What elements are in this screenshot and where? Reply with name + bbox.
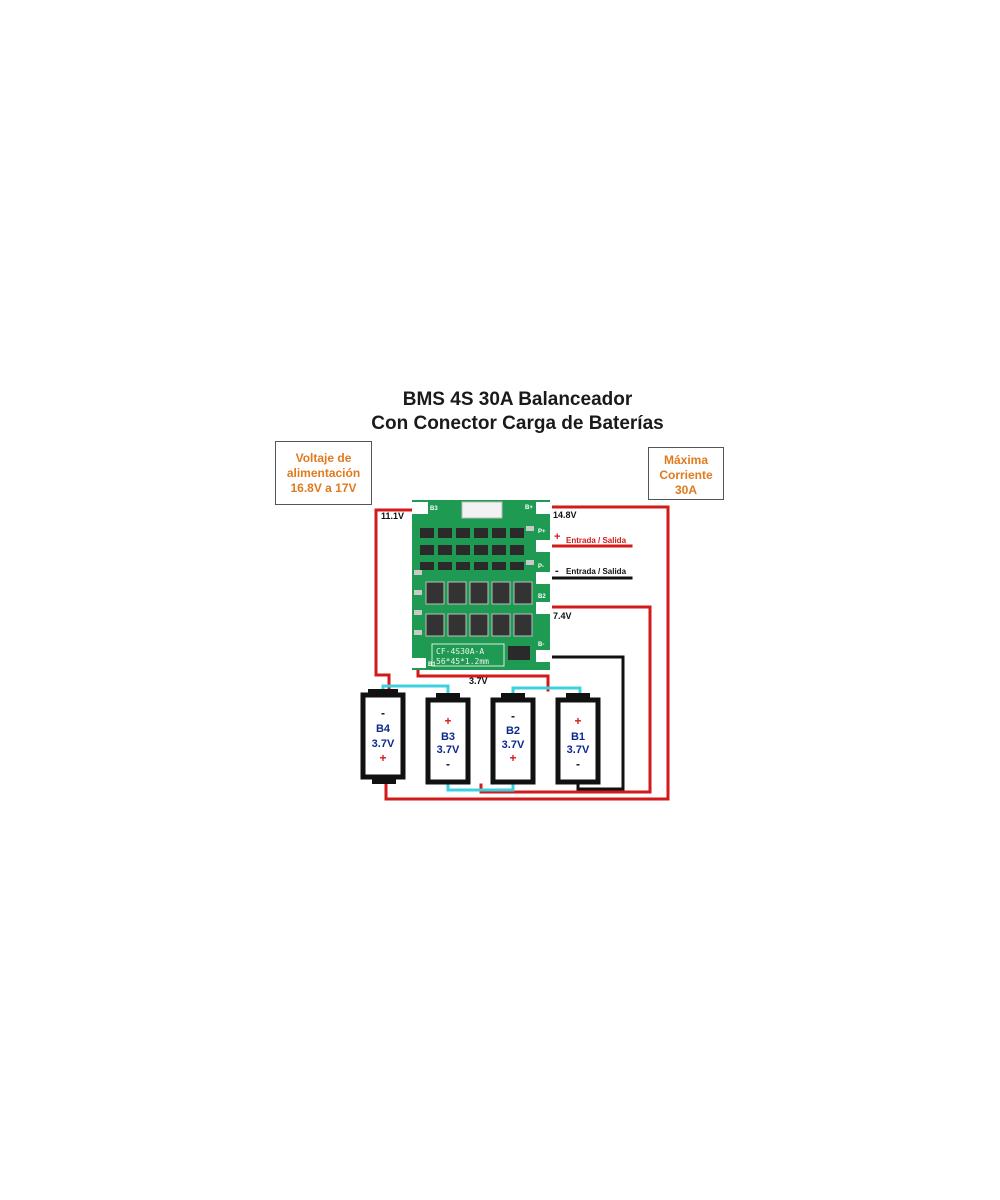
plus-sign: + xyxy=(554,531,560,543)
cell-b2: - B2 3.7V + xyxy=(490,693,536,785)
pad-label-b-plus: B+ xyxy=(525,505,533,511)
cell-b4-top-sign: - xyxy=(381,706,385,720)
cell-b3: + B3 3.7V - xyxy=(425,693,471,785)
pad-label-b2: B2 xyxy=(538,594,546,600)
supply-voltage-box: Voltaje de alimentación 16.8V a 17V xyxy=(275,441,372,505)
max-current-line-2: Corriente xyxy=(659,468,713,482)
voltage-label-11v1: 11.1V xyxy=(381,511,404,521)
cell-b4-bottom-sign: + xyxy=(379,751,386,765)
wire-b-minus xyxy=(546,655,625,791)
cell-b3-bottom-sign: - xyxy=(446,757,450,771)
minus-sign: - xyxy=(555,565,559,577)
voltage-label-14v8: 14.8V xyxy=(553,510,577,520)
wire-3v7 xyxy=(416,666,550,692)
max-current-box: Máxima Corriente 30A xyxy=(648,447,724,500)
cell-b2-voltage: 3.7V xyxy=(502,739,525,751)
voltage-label-3v7: 3.7V xyxy=(469,676,488,686)
cell-b3-top-sign: + xyxy=(444,714,451,728)
cell-b4-voltage: 3.7V xyxy=(372,738,395,750)
pad-label-p-plus: P+ xyxy=(538,529,546,535)
cell-b2-bottom-sign: + xyxy=(509,751,516,765)
cell-b2-name: B2 xyxy=(506,725,520,737)
cell-b4: - B4 3.7V + xyxy=(360,689,406,784)
supply-voltage-line-1: Voltaje de xyxy=(295,451,352,465)
pad-label-b3: B3 xyxy=(430,506,438,512)
supply-voltage-line-2: alimentación xyxy=(286,466,361,480)
minus-io-label: Entrada / Salida xyxy=(566,567,627,576)
cell-b2-top-sign: - xyxy=(511,709,515,723)
link-b3-b2 xyxy=(446,780,515,792)
cell-b1-name: B1 xyxy=(571,731,585,743)
plus-io-label: Entrada / Salida xyxy=(566,536,627,545)
cell-b1-voltage: 3.7V xyxy=(567,744,590,756)
link-b2-b1 xyxy=(511,686,582,697)
bms-board: CF-4S30A-A 56*45*1.2mm B3 B+ P+ P- B2 B-… xyxy=(412,500,552,670)
wire-11v1 xyxy=(374,508,414,692)
board-model-text: CF-4S30A-A xyxy=(436,647,484,656)
cell-b1: + B1 3.7V - xyxy=(555,693,601,785)
pad-label-b-minus: B- xyxy=(538,642,544,648)
cell-b3-name: B3 xyxy=(441,731,455,743)
supply-voltage-line-3: 16.8V a 17V xyxy=(290,481,357,495)
cell-b4-name: B4 xyxy=(376,723,391,735)
pad-label-p-minus: P- xyxy=(538,564,544,570)
max-current-line-1: Máxima xyxy=(663,453,709,467)
pad-label-b1: B1 xyxy=(428,662,436,668)
cell-b1-top-sign: + xyxy=(574,714,581,728)
cell-b1-bottom-sign: - xyxy=(576,757,580,771)
voltage-label-7v4: 7.4V xyxy=(553,611,572,621)
diagram-title-line-2: Con Conector Carga de Baterías xyxy=(371,413,664,434)
cell-b3-voltage: 3.7V xyxy=(437,744,460,756)
battery-cells: - B4 3.7V + + B3 3.7V - - B2 3.7V + + xyxy=(360,689,601,785)
diagram-title-line-1: BMS 4S 30A Balanceador xyxy=(402,389,633,410)
wire-b-plus xyxy=(384,505,670,801)
board-size-text: 56*45*1.2mm xyxy=(436,657,489,666)
max-current-line-3: 30A xyxy=(674,483,697,497)
